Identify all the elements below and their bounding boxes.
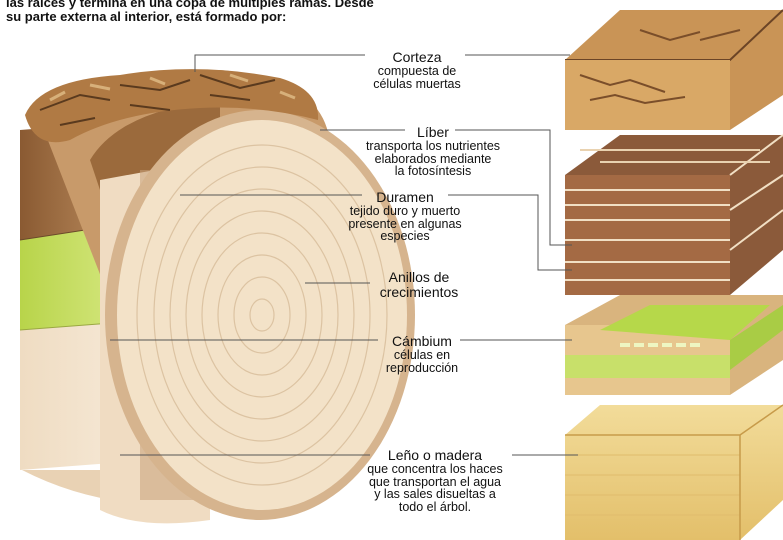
- leno-desc: que concentra los haces que transportan …: [340, 463, 530, 513]
- intro-line-2: su parte externa al interior, está forma…: [6, 9, 286, 24]
- liber-title: Líber: [322, 125, 544, 140]
- cambium-block: [565, 295, 783, 395]
- liber-desc: transporta los nutrientes elaborados med…: [322, 140, 544, 178]
- label-leno: Leño o madera que concentra los haces qu…: [340, 448, 530, 513]
- label-corteza: Corteza compuesta de células muertas: [352, 50, 482, 90]
- cambium-title: Cámbium: [372, 334, 472, 349]
- corteza-desc: compuesta de células muertas: [352, 65, 482, 90]
- leno-title: Leño o madera: [340, 448, 530, 463]
- label-cambium: Cámbium células en reproducción: [372, 334, 472, 374]
- liber-block: [565, 135, 783, 295]
- label-duramen: Duramen tejido duro y muerto presente en…: [340, 190, 470, 243]
- wood-block: [565, 405, 783, 540]
- duramen-desc: tejido duro y muerto presente en algunas…: [340, 205, 470, 243]
- cambium-desc: células en reproducción: [372, 349, 472, 374]
- layer-blocks: [565, 10, 783, 540]
- bark-block: [565, 10, 783, 130]
- duramen-title: Duramen: [340, 190, 470, 205]
- intro-text: las raíces y termina en una copa de múlt…: [6, 0, 566, 24]
- anillos-desc: crecimientos: [358, 285, 480, 300]
- label-liber: Líber transporta los nutrientes elaborad…: [322, 125, 544, 178]
- anillos-title: Anillos de: [358, 270, 480, 285]
- label-anillos: Anillos de crecimientos: [358, 270, 480, 300]
- corteza-title: Corteza: [352, 50, 482, 65]
